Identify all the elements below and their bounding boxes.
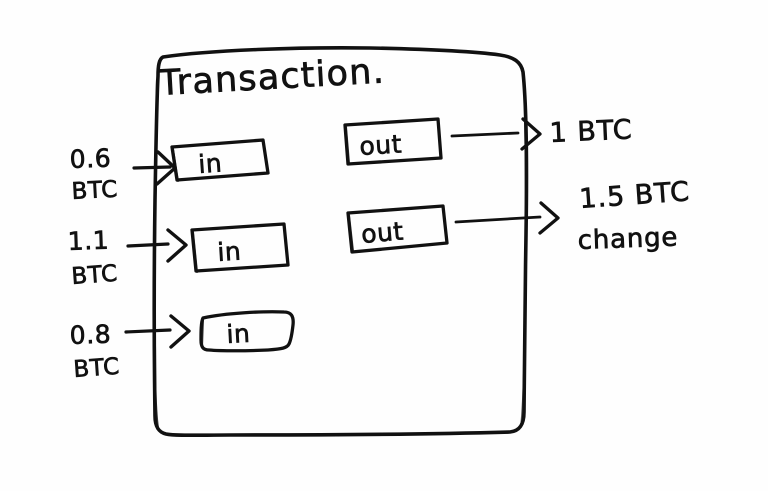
page-title: Transaction. (157, 51, 386, 104)
input-row-3: in 0.8 BTC (69, 310, 295, 383)
diagram-title: Transaction. (157, 51, 386, 104)
output-box-2 (346, 204, 449, 254)
input-box-2 (190, 222, 290, 273)
input-arrow-2 (126, 228, 188, 263)
input-unit-1: BTC (71, 177, 119, 205)
input-row-2: in 1.1 BTC (67, 222, 290, 290)
input-box-3 (199, 310, 295, 353)
output-amount-1: 1 BTC (549, 114, 633, 149)
output-row-2: out 1.5 BTC change (346, 176, 691, 256)
input-box-label-3: in (226, 319, 251, 349)
input-amount-2: 1.1 (67, 226, 110, 256)
input-box-1 (170, 138, 270, 182)
output-arrow-1 (450, 117, 542, 151)
output-box-label-2: out (360, 216, 405, 249)
output-box-1 (343, 117, 443, 166)
input-box-label-2: in (217, 237, 243, 267)
output-box-label-1: out (359, 129, 403, 161)
input-amount-1: 0.6 (69, 144, 112, 174)
input-amount-3: 0.8 (69, 320, 112, 350)
input-row-1: in 0.6 BTC (69, 138, 270, 205)
input-arrow-3 (124, 314, 191, 349)
input-unit-2: BTC (71, 261, 119, 290)
input-unit-3: BTC (73, 354, 121, 383)
output-arrow-2 (454, 201, 560, 235)
output-note-2: change (577, 223, 678, 256)
output-amount-2: 1.5 BTC (578, 176, 691, 215)
input-box-label-1: in (197, 148, 223, 179)
transaction-container (152, 46, 529, 438)
output-row-1: out 1 BTC (343, 114, 634, 166)
